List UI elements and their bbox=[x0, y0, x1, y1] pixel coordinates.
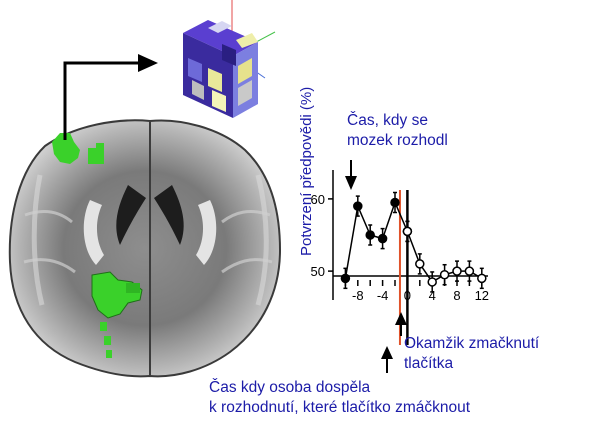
decision-time-line-2: mozek rozhodl bbox=[347, 132, 448, 149]
data-point bbox=[390, 197, 400, 208]
awareness-time-line-2: k rozhodnutí, které tlačítko zmáčknout bbox=[209, 399, 471, 416]
button-press-line-1: Okamžik zmačknutí bbox=[404, 335, 540, 352]
data-point bbox=[415, 259, 425, 269]
data-point bbox=[427, 277, 437, 287]
x-tick-label: 12 bbox=[475, 288, 489, 303]
prediction-chart: 60 50 -8 -4 0 4 8 12 bbox=[311, 170, 489, 345]
voxel-cube-image bbox=[183, 0, 276, 118]
button-press-arrow bbox=[395, 312, 407, 336]
awareness-time-line-1: Čas kdy osoba dospěla bbox=[209, 379, 371, 396]
data-point bbox=[439, 269, 450, 280]
x-tick-label: 0 bbox=[404, 288, 411, 303]
brain-mri-image bbox=[8, 119, 282, 378]
data-point bbox=[464, 266, 475, 276]
data-point bbox=[452, 266, 462, 276]
connector-arrow bbox=[63, 54, 158, 140]
button-press-line-2: tlačítka bbox=[404, 355, 454, 372]
x-tick-label: -4 bbox=[377, 288, 389, 303]
x-tick-label: -8 bbox=[352, 288, 364, 303]
x-tick-label: 4 bbox=[429, 288, 436, 303]
data-point bbox=[402, 226, 413, 237]
decision-time-label: Čas, kdy se mozek rozhodl bbox=[347, 111, 448, 151]
data-point bbox=[353, 201, 363, 211]
decision-arrow bbox=[345, 160, 357, 190]
decision-time-line-1: Čas, kdy se bbox=[347, 112, 428, 129]
y-tick-label: 50 bbox=[311, 264, 325, 279]
data-point bbox=[340, 273, 351, 284]
data-point bbox=[377, 233, 388, 244]
y-tick-label: 60 bbox=[311, 192, 325, 207]
awareness-time-label: Čas kdy osoba dospěla k rozhodnutí, kter… bbox=[209, 378, 470, 418]
data-point bbox=[477, 273, 487, 284]
button-press-label: Okamžik zmačknutí tlačítka bbox=[404, 334, 539, 374]
x-tick-label: 8 bbox=[453, 288, 460, 303]
y-axis-label: Potvrzení předpovědi (%) bbox=[298, 86, 315, 256]
series-line bbox=[344, 200, 409, 279]
awareness-arrow bbox=[381, 346, 393, 373]
data-point bbox=[365, 230, 375, 240]
